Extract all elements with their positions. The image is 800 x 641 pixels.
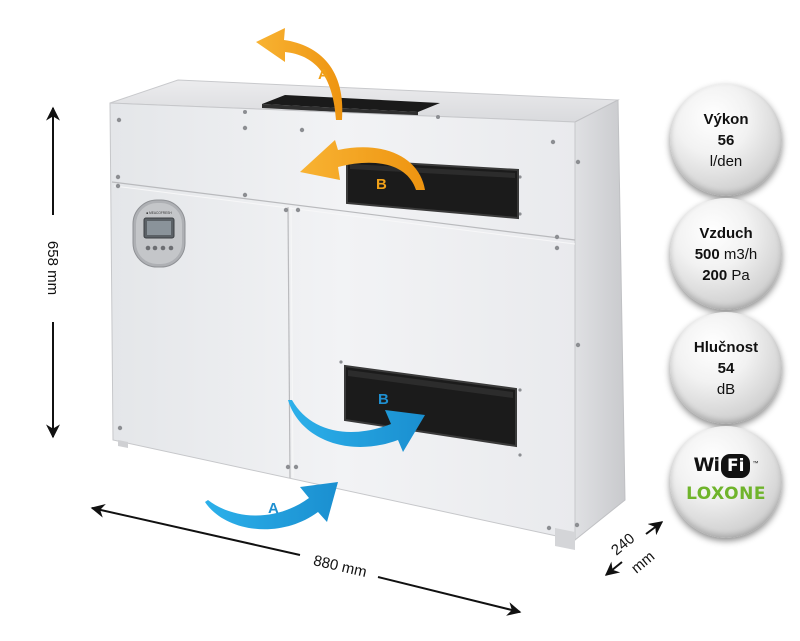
height-dimension-label: 658 mm: [44, 241, 61, 295]
orange-arrow-upper-return: [300, 140, 425, 190]
airflow-badge: Vzduch 500 m3/h 200 Pa: [670, 198, 782, 310]
blue-arrow-bottom-intake: [205, 482, 338, 530]
airflow-flow-value: 500: [694, 245, 720, 263]
top-exhaust-slot: [262, 95, 440, 112]
wifi-logo-wi: Wi: [693, 454, 721, 476]
airflow-label-a-bottom: A: [268, 500, 279, 517]
control-panel[interactable]: ■ MEACOFRESH: [132, 199, 186, 268]
wifi-logo-fi: Fi: [721, 453, 751, 478]
airflow-flow-row: 500 m3/h: [695, 244, 758, 265]
capacity-badge: Výkon 56 l/den: [670, 84, 782, 196]
connectivity-badge: Wi Fi ™ LOXONE: [670, 426, 782, 538]
controller-button[interactable]: [168, 245, 174, 251]
noise-label: Hlučnost: [693, 338, 759, 356]
capacity-unit: l/den: [709, 152, 743, 170]
controller-button[interactable]: [160, 245, 166, 251]
width-dimension-label: 880 mm: [312, 552, 369, 581]
airflow-label: Vzduch: [699, 224, 753, 242]
noise-value: 54: [717, 359, 735, 377]
airflow-pressure-row: 200 Pa: [702, 265, 750, 286]
depth-dimension: 240 mm: [604, 521, 664, 577]
capacity-value: 56: [717, 131, 735, 149]
wifi-trademark: ™: [752, 460, 759, 467]
capacity-label: Výkon: [703, 110, 749, 128]
controller-button[interactable]: [145, 245, 151, 251]
depth-dimension-unit: mm: [628, 548, 658, 577]
controller-button[interactable]: [152, 245, 158, 251]
loxone-logo: LOXONE: [686, 483, 766, 504]
height-dimension: 658 mm: [44, 106, 61, 439]
noise-badge: Hlučnost 54 dB: [670, 312, 782, 424]
airflow-label-b-upper: B: [376, 176, 387, 193]
controller-brand-text: ■ MEACOFRESH: [146, 211, 172, 215]
wifi-logo: Wi Fi ™: [693, 453, 759, 478]
noise-unit: dB: [716, 380, 736, 398]
width-dimension: 880 mm: [90, 503, 522, 616]
orange-arrow-top-exhaust: [256, 28, 343, 120]
airflow-label-b-front: B: [378, 391, 389, 408]
airflow-label-a-top: A: [318, 66, 329, 83]
blue-arrow-front-intake: [288, 400, 425, 452]
unit-side: [574, 99, 626, 542]
depth-dimension-value: 240: [608, 530, 638, 559]
airflow-pressure-value: 200: [702, 266, 728, 284]
airflow-pressure-unit: Pa: [727, 266, 750, 284]
dehumidifier-unit: ■ MEACOFRESH: [109, 79, 626, 550]
airflow-flow-unit: m3/h: [719, 245, 758, 263]
